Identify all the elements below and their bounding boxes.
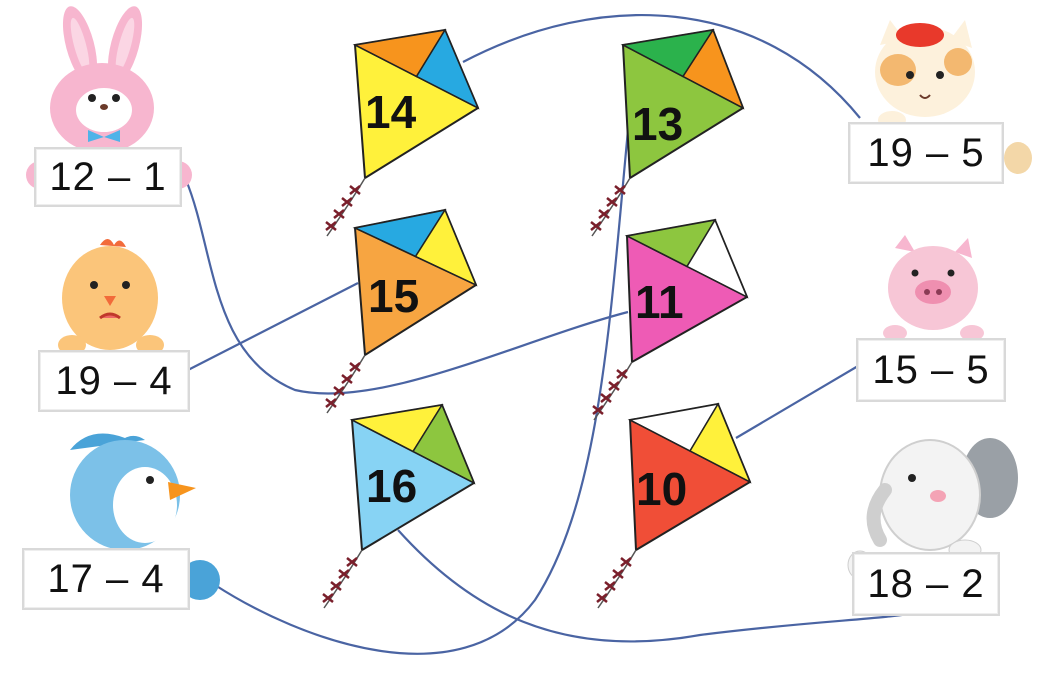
expr-card-17-4: 17 – 4 [22, 548, 190, 610]
kite-number: 14 [365, 86, 417, 138]
pig-icon [883, 235, 984, 341]
connection-lines [184, 14, 921, 655]
line-16-to-18-2 [397, 529, 921, 643]
cat-icon [875, 20, 1032, 174]
kite-number: 16 [366, 460, 417, 512]
line-12-1-to-11 [184, 179, 629, 395]
kite-number: 11 [635, 276, 684, 328]
line-17-4-to-13 [214, 129, 630, 655]
kite-tail-icon [590, 177, 631, 237]
expr-card-19-5: 19 – 5 [848, 122, 1004, 184]
kite-tail-icon [325, 177, 366, 237]
expr-card-18-2: 18 – 2 [852, 552, 1000, 616]
chick-icon [58, 239, 164, 355]
kite-number: 13 [632, 98, 683, 150]
kite-tail-icon [325, 354, 366, 414]
expr-card-12-1: 12 – 1 [34, 147, 182, 207]
line-14-to-19-5 [462, 14, 861, 119]
kite-11: 11 [592, 218, 749, 421]
kite-15: 15 [325, 208, 478, 414]
line-10-to-15-5 [735, 365, 859, 439]
line-19-4-to-15 [187, 282, 359, 371]
kite-tail-icon [322, 549, 363, 609]
expr-card-19-4: 19 – 4 [38, 350, 190, 412]
kite-tail-icon [596, 549, 637, 609]
kites-group: 14 15 16 13 11 10 [322, 28, 752, 609]
kite-number: 10 [636, 463, 687, 515]
kite-tail-icon [592, 361, 633, 421]
expr-card-15-5: 15 – 5 [856, 338, 1006, 402]
kite-16: 16 [322, 403, 476, 609]
kite-number: 15 [368, 270, 419, 322]
kite-14: 14 [325, 28, 480, 237]
elephant-icon [847, 438, 1018, 580]
kite-10: 10 [596, 402, 752, 609]
kite-13: 13 [590, 28, 745, 237]
